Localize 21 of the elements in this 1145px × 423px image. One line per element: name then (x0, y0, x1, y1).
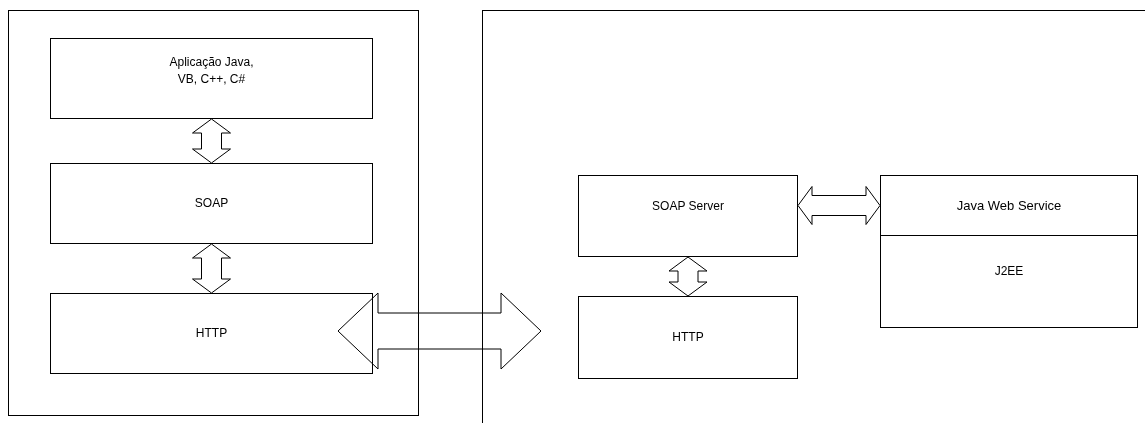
double-block-arrow (192, 243, 231, 294)
process-box (578, 296, 798, 379)
box-label: Java Web Service (956, 196, 1062, 215)
process-box (880, 175, 1138, 236)
box-label: SOAP (194, 195, 229, 212)
process-box (50, 163, 373, 244)
panel-box (482, 10, 1145, 423)
double-block-arrow (337, 292, 542, 370)
box-label: Aplicação Java, VB, C++, C# (168, 54, 255, 87)
double-block-arrow (668, 256, 708, 297)
process-box (50, 293, 373, 374)
box-label: HTTP (672, 329, 704, 346)
box-label: J2EE (994, 262, 1024, 280)
box-label: SOAP Server (652, 197, 724, 215)
double-block-arrow (192, 118, 231, 164)
panel-box (8, 10, 419, 416)
process-box (578, 175, 798, 257)
process-box (880, 235, 1138, 328)
box-label: HTTP (195, 325, 228, 342)
process-box (50, 38, 373, 119)
double-block-arrow (797, 186, 881, 225)
